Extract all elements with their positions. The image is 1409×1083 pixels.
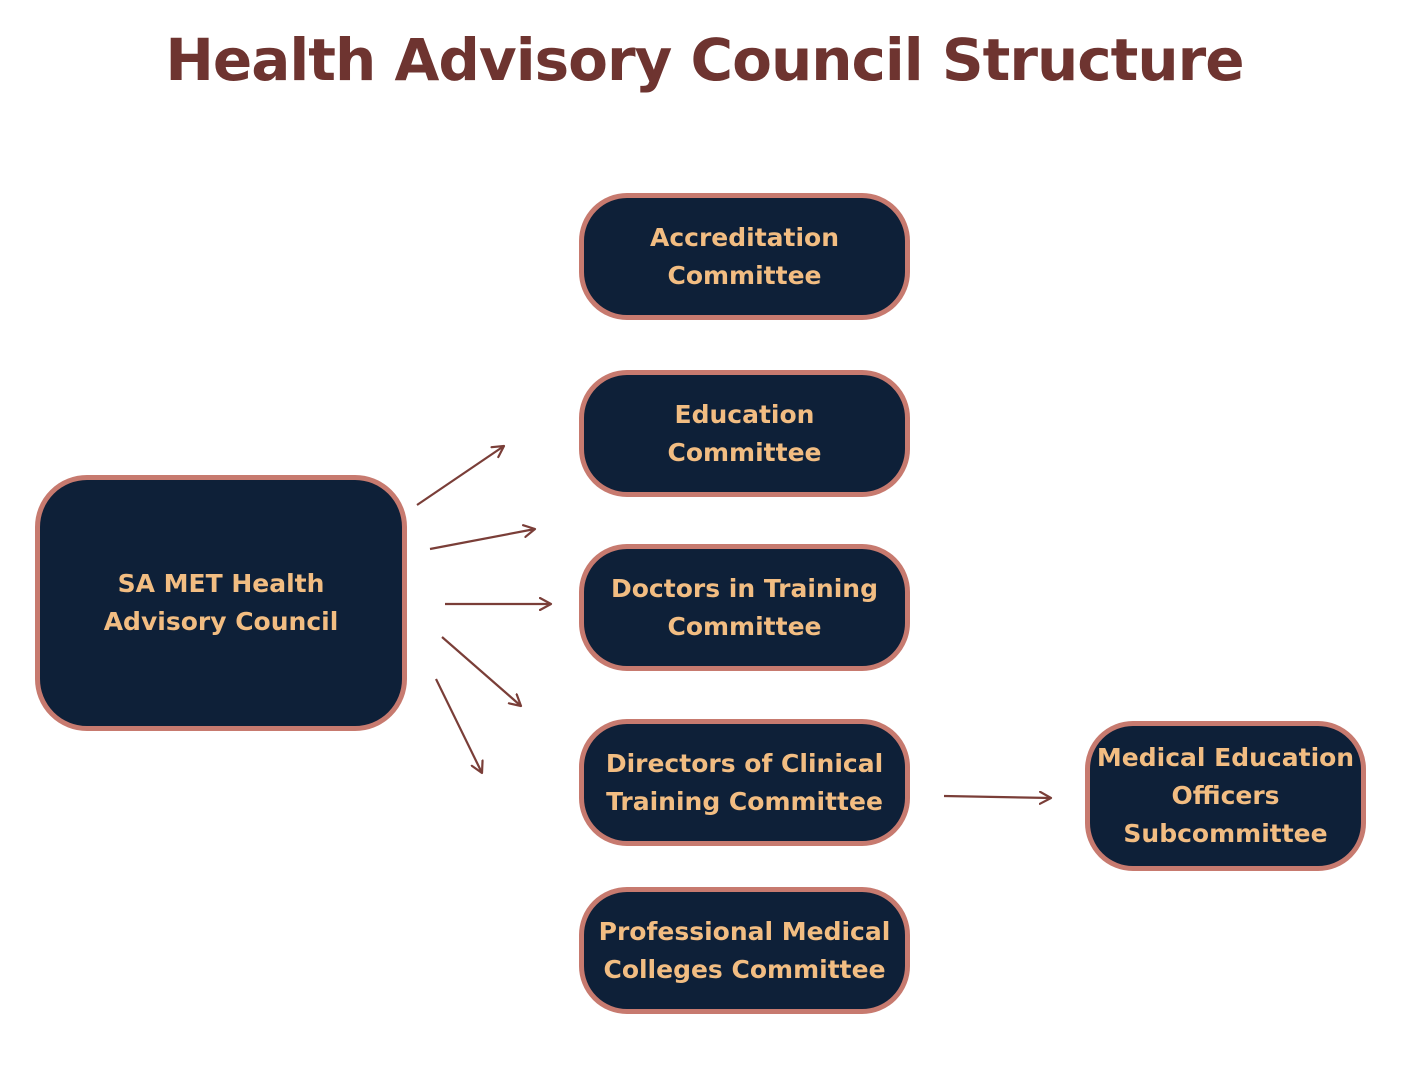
arrow-to-professional-colleges [435, 678, 482, 773]
node-medical-education-officers-subcommittee: Medical Education Officers Subcommittee [1085, 721, 1366, 871]
arrow-to-directors-clinical [441, 636, 521, 706]
node-professional-colleges-label: Professional Medical Colleges Committee [598, 916, 891, 984]
node-doctors-in-training-committee: Doctors in Training Committee [579, 544, 910, 671]
node-education-label: Education Committee [667, 399, 822, 467]
node-meo-subcommittee-label: Medical Education Officers Subcommittee [1096, 743, 1355, 848]
arrow-to-meo-subcommittee [943, 796, 1051, 798]
node-accreditation-label: Accreditation Committee [649, 222, 840, 290]
node-doctors-training-label: Doctors in Training Committee [611, 573, 878, 641]
node-directors-of-clinical-training-committee: Directors of Clinical Training Committee [579, 719, 910, 846]
page-title: Health Advisory Council Structure [165, 26, 1244, 94]
node-accreditation-committee: Accreditation Committee [579, 193, 910, 320]
arrow-to-education [429, 529, 535, 551]
node-council: SA MET Health Advisory Council [35, 475, 407, 731]
node-council-label: SA MET Health Advisory Council [103, 569, 339, 636]
node-directors-clinical-label: Directors of Clinical Training Committee [605, 748, 884, 816]
arrow-to-accreditation [416, 446, 504, 506]
node-professional-medical-colleges-committee: Professional Medical Colleges Committee [579, 887, 910, 1014]
node-education-committee: Education Committee [579, 370, 910, 497]
